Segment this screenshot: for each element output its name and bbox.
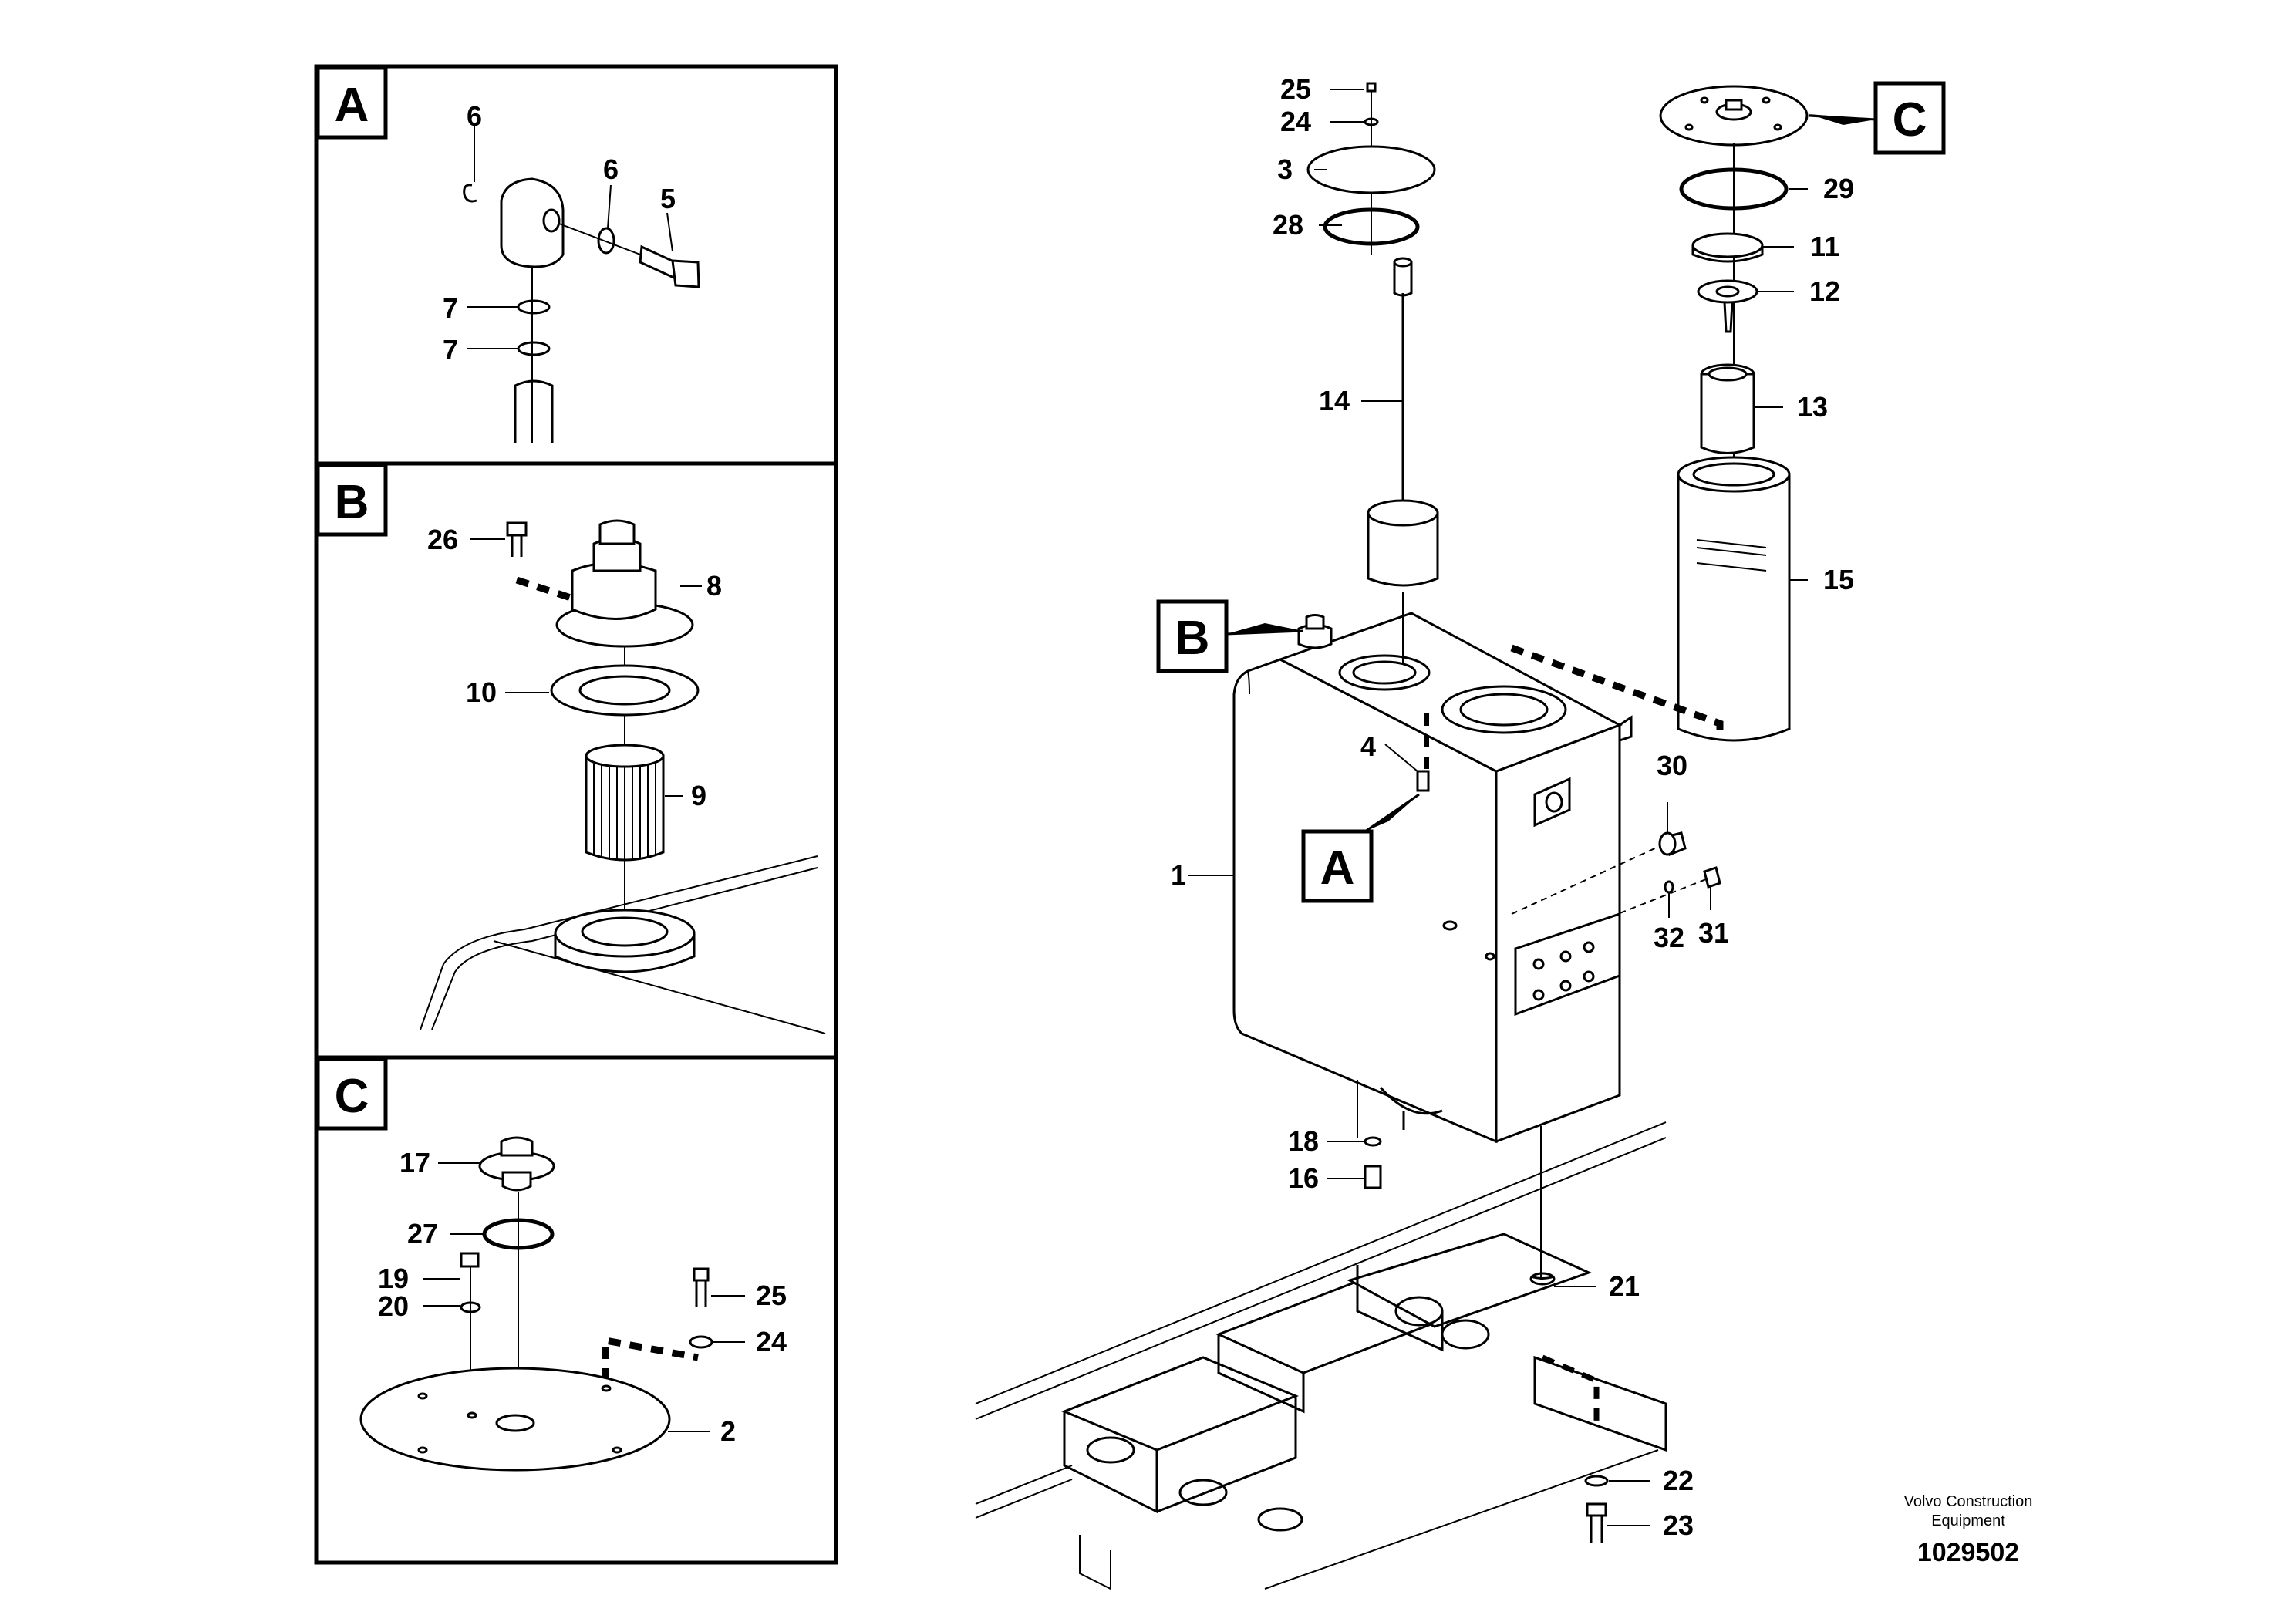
label-6: 6 [603,153,619,185]
label-13: 13 [1797,391,1828,423]
label-29: 29 [1823,173,1854,204]
label-22: 22 [1663,1465,1694,1496]
detail-panel-c: C 17 27 19 20 2 [314,1055,838,1565]
callout-b: B [1156,599,1304,673]
svg-text:A: A [1320,841,1355,895]
label-11: 11 [1810,231,1839,262]
side-fittings [1511,831,1721,917]
hydraulic-tank [1232,612,1633,1280]
label-1: 1 [1171,859,1186,891]
label-9: 9 [691,780,706,811]
label-5: 5 [660,183,676,214]
label-17: 17 [400,1147,430,1179]
panel-a-letter: A [335,79,369,132]
svg-text:B: B [1175,612,1210,665]
label-4: 4 [1360,730,1376,762]
callout-a: A [1301,793,1420,903]
label-28: 28 [1273,209,1303,241]
label-21: 21 [1609,1270,1640,1302]
label-15: 15 [1823,564,1854,595]
main-assembly: B A C [975,73,1946,1590]
label-26: 26 [427,524,458,555]
label-19: 19 [378,1263,409,1294]
label-24: 24 [756,1326,787,1357]
label-7: 7 [443,292,458,324]
label-2: 2 [720,1415,736,1447]
label-25: 25 [1280,73,1311,105]
drawing-number: 1029502 [1917,1538,2019,1567]
detail-panel-b: B 26 [314,461,838,1060]
label-24: 24 [1280,106,1311,137]
main-leaders [1188,89,1808,1526]
title-block: Volvo Construction Equipment 1029502 [1904,1493,2033,1567]
label-18: 18 [1288,1125,1319,1157]
label-16: 16 [1288,1162,1319,1194]
label-6: 6 [467,100,482,132]
label-14: 14 [1319,385,1350,416]
label-10: 10 [466,676,497,708]
svg-text:C: C [1893,93,1927,147]
label-12: 12 [1809,275,1840,307]
label-8: 8 [706,570,722,602]
label-30: 30 [1657,750,1687,781]
panel-b-letter: B [335,476,369,529]
callout-c: C [1808,81,1946,155]
company-name-line2: Equipment [1931,1512,2005,1529]
frame-rails [975,1121,1667,1590]
level-sensor-stack [1306,82,1439,663]
panel-c-letter: C [335,1070,369,1123]
label-31: 31 [1698,917,1729,949]
label-32: 32 [1654,922,1684,953]
label-27: 27 [407,1218,438,1249]
label-3: 3 [1277,153,1293,185]
label-7: 7 [443,334,458,366]
bottom-fittings [1364,1136,1609,1543]
detail-panel-a: A 6 6 5 7 7 [314,64,838,466]
label-20: 20 [378,1290,409,1322]
label-23: 23 [1663,1509,1694,1541]
label-25: 25 [756,1280,787,1311]
company-name-line1: Volvo Construction [1904,1493,2033,1510]
return-filter-stack [1510,85,1809,742]
